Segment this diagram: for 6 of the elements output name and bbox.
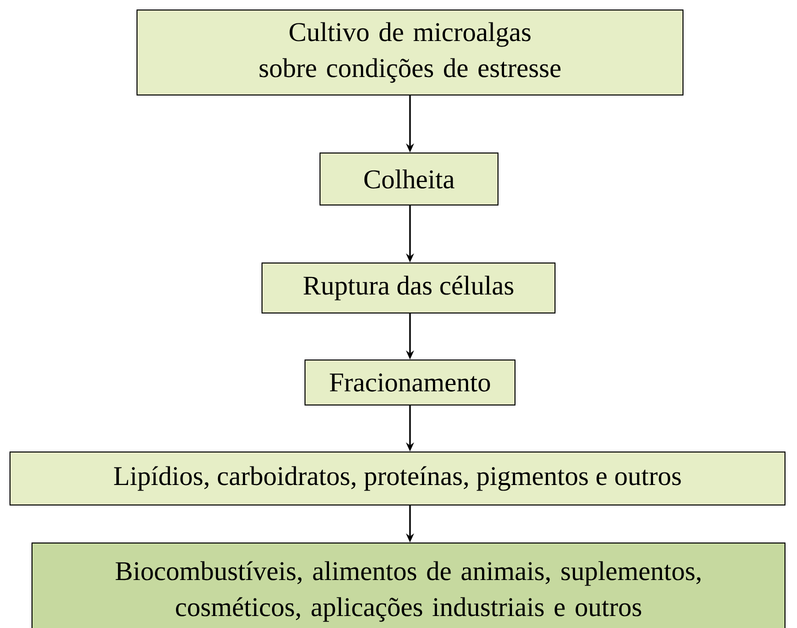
process-box: Fracionamento — [304, 360, 516, 406]
process-box: Colheita — [320, 152, 498, 206]
process-box: Cultivo de microalgas sobre condições de estresse — [136, 10, 684, 96]
process-box: Ruptura das células — [262, 262, 556, 314]
process-box: Lipídios, carboidratos, proteínas, pigmentos e outros — [10, 452, 786, 506]
process-box: Biocombustíveis, alimentos de animais, suplementos, cosméticos, aplicações industriais e outros — [32, 542, 786, 628]
